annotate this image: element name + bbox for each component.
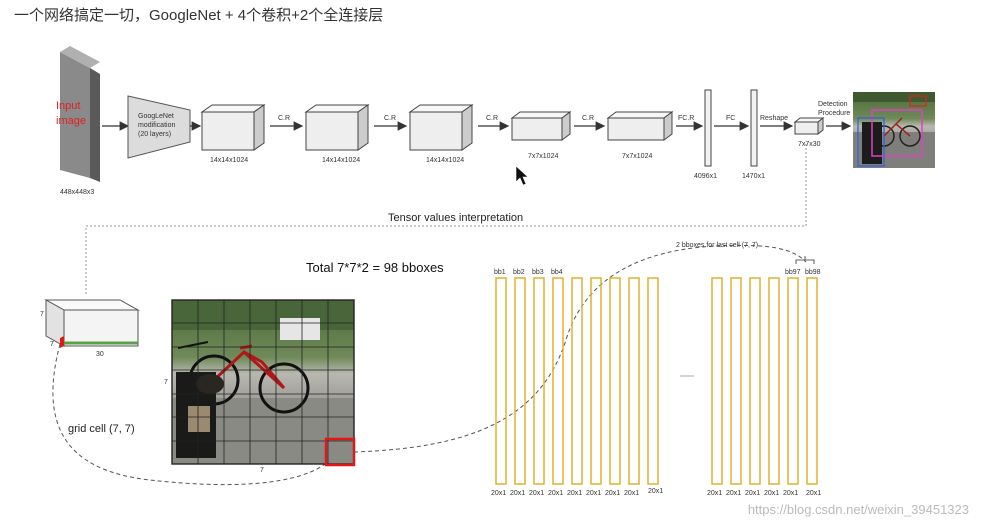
- cube4-size: 7x7x1024: [528, 153, 558, 160]
- grid-lines: [171, 299, 355, 465]
- bbox-bar: [787, 277, 799, 485]
- bbox-label: bb97: [785, 269, 801, 276]
- bbox-label: bb4: [551, 269, 563, 276]
- bbox-size: 20x1: [624, 490, 639, 497]
- bbox-size: 20x1: [707, 490, 722, 497]
- bbox-label: bb1: [494, 269, 506, 276]
- detection-line2: Procedure: [818, 110, 850, 117]
- bbox-bars-left: [495, 277, 659, 485]
- bbox-bar: [628, 277, 640, 485]
- arrow-fcr-label: FC.R: [678, 115, 694, 122]
- googlenet-line2: modification: [138, 122, 175, 129]
- detection-line1: Detection: [818, 101, 848, 108]
- feature-cube-2: [304, 104, 370, 151]
- fc-layer-1: [704, 89, 712, 167]
- cube2-size: 14x14x1024: [322, 157, 360, 164]
- bbox-bar: [730, 277, 742, 485]
- googlenet-line1: GoogLeNet: [138, 113, 174, 120]
- bbox-bar: [533, 277, 545, 485]
- bbox-size: 20x1: [510, 490, 525, 497]
- bbox-label: bb3: [532, 269, 544, 276]
- interpretation-connector: [85, 144, 807, 296]
- output-tensor-large: [44, 299, 140, 348]
- bbox-size: 20x1: [548, 490, 563, 497]
- bbox-label: bb98: [805, 269, 821, 276]
- grid-photo: [172, 300, 354, 464]
- bbox-size: 20x1: [806, 490, 821, 497]
- bbox-size: 20x1: [567, 490, 582, 497]
- grid-dim-bottom: 7: [260, 467, 264, 474]
- bbox-size: 20x1: [764, 490, 779, 497]
- arrow-fc-label: FC: [726, 115, 735, 122]
- bbox-link-curve: [353, 244, 807, 453]
- cube5-size: 7x7x1024: [622, 153, 652, 160]
- bbox-size: 20x1: [605, 490, 620, 497]
- feature-cube-3: [408, 104, 474, 151]
- bbox-size: 20x1: [648, 488, 663, 495]
- arrow-cr-2-label: C.R: [384, 115, 396, 122]
- arrow-cr-4-label: C.R: [582, 115, 594, 122]
- tensor-dim-top: 7: [40, 311, 44, 318]
- tensor-size: 7x7x30: [798, 141, 821, 148]
- feature-cube-5: [606, 111, 674, 141]
- detection-result-image: [853, 92, 935, 168]
- grid-cell-label: grid cell (7, 7): [68, 423, 135, 435]
- last-cell-note: 2 bboxes for last cell (7, 7): [676, 242, 758, 249]
- input-label-line1: Input: [56, 100, 80, 112]
- bbox-size: 20x1: [783, 490, 798, 497]
- bbox-bar: [609, 277, 621, 485]
- input-image-slab: [60, 46, 100, 182]
- bbox-bar: [571, 277, 583, 485]
- bbox-bar: [552, 277, 564, 485]
- bbox-size: 20x1: [586, 490, 601, 497]
- fc-layer-2: [750, 89, 758, 167]
- tensor-dim-side: 7: [50, 341, 54, 348]
- page-heading: 一个网络搞定一切，GoogleNet + 4个卷积+2个全连接层: [14, 7, 384, 24]
- cube1-size: 14x14x1024: [210, 157, 248, 164]
- output-tensor-small: [793, 116, 825, 136]
- total-bboxes-label: Total 7*7*2 = 98 bboxes: [306, 260, 444, 275]
- arrow-reshape-label: Reshape: [760, 115, 788, 122]
- feature-cube-4: [510, 111, 572, 141]
- fc1-size: 4096x1: [694, 173, 717, 180]
- bbox-size: 20x1: [726, 490, 741, 497]
- bbox-bar: [806, 277, 818, 485]
- cube3-size: 14x14x1024: [426, 157, 464, 164]
- arrow-cr-3-label: C.R: [486, 115, 498, 122]
- bbox-size: 20x1: [529, 490, 544, 497]
- googlenet-block: [127, 95, 191, 159]
- bbox-bar: [590, 277, 602, 485]
- bbox-bar: [711, 277, 723, 485]
- bbox-size: 20x1: [745, 490, 760, 497]
- mouse-cursor-icon: [515, 165, 529, 186]
- bbox-bar: [514, 277, 526, 485]
- googlenet-line3: (20 layers): [138, 131, 171, 138]
- tensor-depth: 30: [96, 351, 104, 358]
- bbox-size: 20x1: [491, 490, 506, 497]
- bbox-label: bb2: [513, 269, 525, 276]
- bbox-brace: [795, 256, 815, 264]
- input-label-line2: image: [56, 115, 86, 127]
- input-size-label: 448x448x3: [60, 189, 94, 196]
- bbox-bars-right: [711, 277, 818, 485]
- watermark: https://blog.csdn.net/weixin_39451323: [747, 502, 969, 517]
- bbox-bar: [647, 277, 659, 485]
- arrow-cr-1-label: C.R: [278, 115, 290, 122]
- fc2-size: 1470x1: [742, 173, 765, 180]
- grid-dim-left: 7: [164, 379, 168, 386]
- bbox-bar: [495, 277, 507, 485]
- feature-cube-1: [200, 104, 266, 151]
- bbox-bar: [768, 277, 780, 485]
- bbox-bar: [749, 277, 761, 485]
- interpretation-title: Tensor values interpretation: [388, 212, 523, 224]
